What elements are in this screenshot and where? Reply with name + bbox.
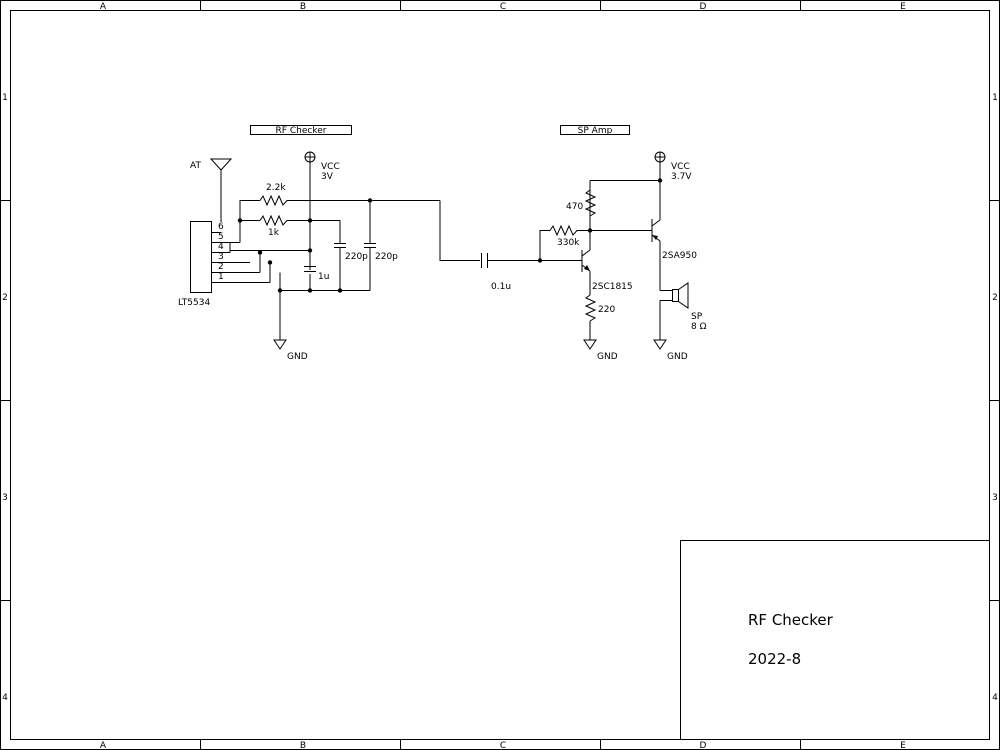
title-block-title: RF Checker	[748, 611, 834, 629]
capacitor-c3	[364, 243, 376, 248]
vcc-3v-symbol	[304, 151, 316, 163]
capacitor-c2-value: 220p	[345, 252, 368, 262]
ic-label: LT5534	[178, 298, 210, 308]
ic-pin-3: 3	[218, 252, 224, 262]
transistor-q2-label: 2SA950	[662, 251, 697, 261]
q1-emitter-arrow	[584, 265, 590, 271]
col-label-b-bottom: B	[300, 741, 306, 750]
capacitor-c3-value: 220p	[375, 252, 398, 262]
col-label-e: E	[900, 2, 906, 12]
antenna-symbol	[209, 158, 233, 222]
col-label-a-bottom: A	[100, 741, 107, 750]
ic-pin-4: 4	[218, 242, 224, 252]
resistor-r2-value: 1k	[268, 228, 280, 238]
row-label-3: 3	[2, 493, 8, 503]
ic-pin-6: 6	[218, 222, 224, 232]
row-label-2: 2	[2, 293, 8, 303]
block-label-sp-amp: SP Amp	[560, 125, 630, 136]
col-label-d-bottom: D	[700, 741, 707, 750]
ic-pin-2: 2	[218, 262, 224, 272]
col-label-a: A	[100, 2, 107, 12]
col-label-d: D	[700, 2, 707, 12]
capacitor-c2	[334, 243, 346, 248]
coupling-capacitor	[481, 253, 540, 268]
resistor-470-value: 470	[566, 202, 583, 212]
ic-lt5534	[190, 221, 270, 293]
vcc-3v7-symbol	[654, 151, 666, 163]
coupling-capacitor-value: 0.1u	[491, 282, 511, 292]
vcc-3v7-label: VCC	[671, 162, 690, 172]
transistor-q1-label: 2SC1815	[592, 282, 633, 292]
block-label-sp-amp-text: SP Amp	[578, 126, 613, 136]
col-label-e-bottom: E	[900, 741, 906, 750]
title-block	[680, 540, 990, 740]
row-label-4-right: 4	[992, 693, 998, 703]
q2-emitter-arrow	[652, 235, 658, 240]
ic-pin-5: 5	[218, 232, 224, 242]
amp-junctions	[537, 178, 663, 263]
title-block-date: 2022-8	[748, 650, 801, 668]
amp-wiring	[539, 162, 672, 340]
resistor-330k-value: 330k	[557, 238, 580, 248]
antenna-label: AT	[190, 161, 201, 171]
row-label-1-right: 1	[992, 93, 998, 103]
block-label-rf-checker-text: RF Checker	[276, 126, 327, 136]
resistor-220-value: 220	[598, 305, 615, 315]
col-label-c-bottom: C	[500, 741, 506, 750]
speaker-symbol	[672, 282, 689, 309]
vcc-3v-label: VCC	[321, 162, 340, 172]
block-label-rf-checker: RF Checker	[250, 125, 352, 136]
gnd-amp-symbol-2	[653, 339, 667, 350]
gnd-rf-symbol	[273, 339, 287, 350]
row-label-4: 4	[2, 693, 8, 703]
ic-pin-1: 1	[218, 272, 224, 282]
gnd-rf-label: GND	[287, 352, 308, 362]
rf-junctions	[237, 198, 373, 293]
gnd-amp-symbol-1	[583, 339, 597, 350]
speaker-value: 8 Ω	[691, 322, 707, 332]
vcc-3v7-value: 3.7V	[671, 172, 692, 182]
row-label-3-right: 3	[992, 493, 998, 503]
col-label-c: C	[500, 2, 506, 12]
vcc-3v-value: 3V	[321, 172, 334, 182]
gnd-amp-label-1: GND	[597, 352, 618, 362]
speaker-label: SP	[691, 312, 703, 322]
capacitor-c1	[304, 266, 316, 272]
capacitor-c1-value: 1u	[318, 272, 329, 282]
row-label-1: 1	[2, 93, 8, 103]
resistor-r1-value: 2.2k	[266, 183, 286, 193]
row-label-2-right: 2	[992, 293, 998, 303]
col-label-b: B	[300, 2, 306, 12]
gnd-amp-label-2: GND	[667, 352, 688, 362]
